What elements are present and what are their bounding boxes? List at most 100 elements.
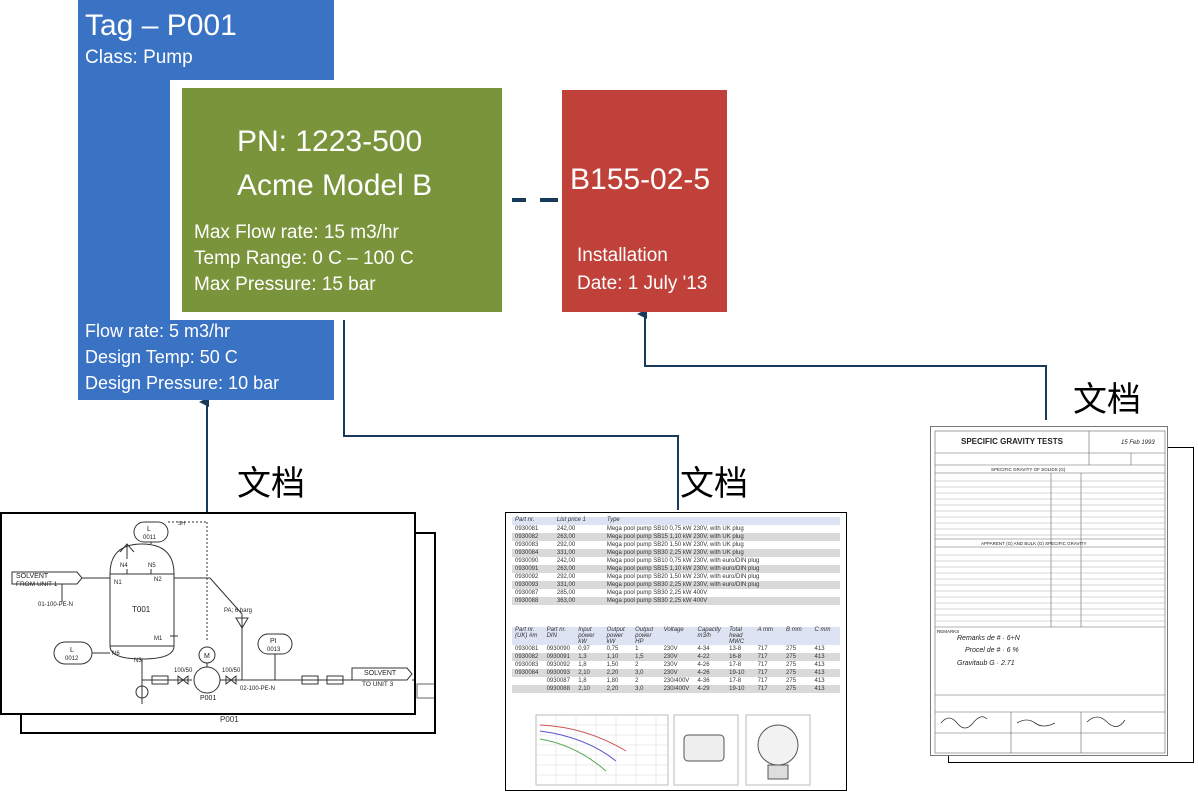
datasheet-cell: 4-22	[697, 654, 710, 660]
asset-box: B155-02-5 Installation Date: 1 July '13	[562, 90, 727, 312]
pump-symbol	[193, 666, 221, 694]
datasheet-cell: 717	[757, 654, 768, 660]
datasheet-cell: 242,00	[556, 526, 576, 532]
pid-n5: N5	[148, 563, 156, 569]
model-spec-pressure: Max Pressure: 15 bar	[194, 274, 376, 295]
datasheet-cell: 2,20	[606, 686, 619, 692]
datasheet-cell: 230V	[663, 662, 678, 668]
pid-n4: N4	[120, 563, 128, 569]
datasheet-header-cell: A mm	[754, 627, 784, 645]
pid-l-bottom-num: 0012	[65, 656, 79, 662]
datasheet-cell: 1,5	[635, 654, 644, 660]
datasheet-cell: 413	[814, 654, 825, 660]
datasheet-cell: 413	[814, 686, 825, 692]
datasheet-cell: 230/400V	[663, 686, 690, 692]
datasheet-cell: 0930084	[515, 670, 539, 676]
datasheet-cell: 230V	[663, 646, 678, 652]
datasheet-cell: 1,80	[606, 678, 619, 684]
tag-design-pressure: Design Pressure: 10 bar	[85, 373, 280, 393]
datasheet-cell: 717	[757, 686, 768, 692]
datasheet-header-cell: B mm	[783, 627, 812, 645]
datasheet-cell: 2,10	[578, 686, 590, 692]
datasheet-cell: 413	[814, 646, 825, 652]
datasheet-cell: 0930092	[515, 574, 539, 580]
pid-n2: N2	[154, 577, 162, 583]
datasheet-cell: Mega pool pump SB30 2,25 kW 400V	[606, 590, 708, 596]
datasheet-header-cell: Capacity m3/h	[694, 627, 727, 645]
test-sheet-hand2: Procel de # · 6 %	[965, 647, 1019, 654]
datasheet-cell: Mega pool pump SB20 1,50 kW 230V, with e…	[606, 574, 760, 580]
datasheet-cell: 1	[635, 646, 639, 652]
test-sheet-section1: SPECIFIC GRAVITY OF SOLIDS (G)	[991, 467, 1066, 472]
datasheet-cell: 292,00	[556, 574, 576, 580]
datasheet-cell: 1,10	[606, 654, 619, 660]
datasheet-cell: 0,75	[606, 646, 619, 652]
datasheet-cell: 292,00	[556, 542, 576, 548]
datasheet-cell: 275	[786, 670, 797, 676]
datasheet-cell: Mega pool pump SB15 1,10 kW 230V, with e…	[606, 566, 760, 572]
datasheet-cell: 275	[786, 686, 797, 692]
specific-gravity-test-sheet: SPECIFIC GRAVITY TESTS SPECIFIC GRAVITY …	[930, 426, 1168, 756]
pid-psv: PA; 6 barg	[224, 608, 252, 614]
pid-pump: P001	[200, 695, 216, 702]
datasheet-cell: 717	[757, 670, 768, 676]
datasheet-figures	[535, 714, 811, 786]
datasheet-cell: 4-26	[697, 670, 710, 676]
datasheet-header-cell: Input power kW	[575, 627, 604, 645]
pid-line-out: 02-100-PE-N	[240, 686, 275, 692]
solvent-outlet-arrow	[351, 667, 413, 681]
datasheet-cell	[512, 677, 544, 685]
datasheet-cell: 0930090	[515, 558, 539, 564]
datasheet-cell: 0930087	[546, 678, 570, 684]
tag-title: Tag – P001	[85, 9, 237, 42]
pid-size1: 100/50	[174, 668, 193, 674]
datasheet-cell: 0930093	[546, 670, 570, 676]
datasheet-cell: 0930090	[546, 646, 570, 652]
pid-solvent-in: SOLVENT	[16, 573, 49, 580]
model-specs: Max Flow rate: 15 m3/hr Temp Range: 0 C …	[194, 220, 434, 298]
datasheet-cell: 230/400V	[663, 678, 690, 684]
pid-line-in: 01-100-PE-N	[38, 602, 73, 608]
datasheet-cell: Mega pool pump SB30 2,25 kW 230V, with e…	[606, 582, 760, 588]
datasheet-cell: 263,00	[556, 566, 576, 572]
test-sheet-section2: APPARENT (G) AND BULK (G) SPECIFIC GRAVI…	[981, 541, 1087, 546]
datasheet-cell: 331,00	[556, 582, 576, 588]
datasheet-cell: 2	[635, 662, 639, 668]
pid-n6: N6	[112, 651, 120, 657]
datasheet-cell: 4-34	[697, 646, 710, 652]
pid-drawing: SOLVENT FROM UNIT 1 01-100-PE-N T001 L 0…	[11, 521, 414, 704]
doc-label-datasheet: 文档	[680, 464, 748, 504]
datasheet-cell: 2	[635, 678, 639, 684]
datasheet-cell: 331,00	[556, 550, 576, 556]
datasheet-cell: 275	[786, 662, 797, 668]
pid-solvent-out: SOLVENT	[364, 670, 397, 677]
pid-to-unit: TO UNIT 3	[362, 681, 394, 688]
pid-pi: PI	[270, 638, 277, 645]
pid-document: SOLVENT FROM UNIT 1 01-100-PE-N T001 L 0…	[0, 512, 416, 715]
datasheet-header-cell: Voltage	[660, 627, 695, 645]
doc-label-pid: 文档	[237, 464, 305, 504]
datasheet-cell: 2,10	[578, 670, 590, 676]
datasheet-cell: 3,0	[635, 670, 644, 676]
pid-l-bottom: L	[70, 647, 74, 654]
datasheet-header-cell: Part nr. (UK) #m	[512, 627, 544, 645]
datasheet-cell: 17-8	[729, 662, 742, 668]
pid-sh: SH	[178, 521, 185, 527]
datasheet-top-header: Part nr. List price 1 Type	[512, 517, 840, 525]
datasheet-cell: Mega pool pump SB10 0,75 kW 230V, with e…	[606, 558, 760, 564]
pid-tank: T001	[132, 605, 151, 614]
datasheet-cell: 717	[757, 662, 768, 668]
testsheet-to-asset-arrow	[637, 309, 1047, 420]
datasheet-cell: 242,00	[556, 558, 576, 564]
pid-l-top-num: 0011	[143, 535, 157, 541]
